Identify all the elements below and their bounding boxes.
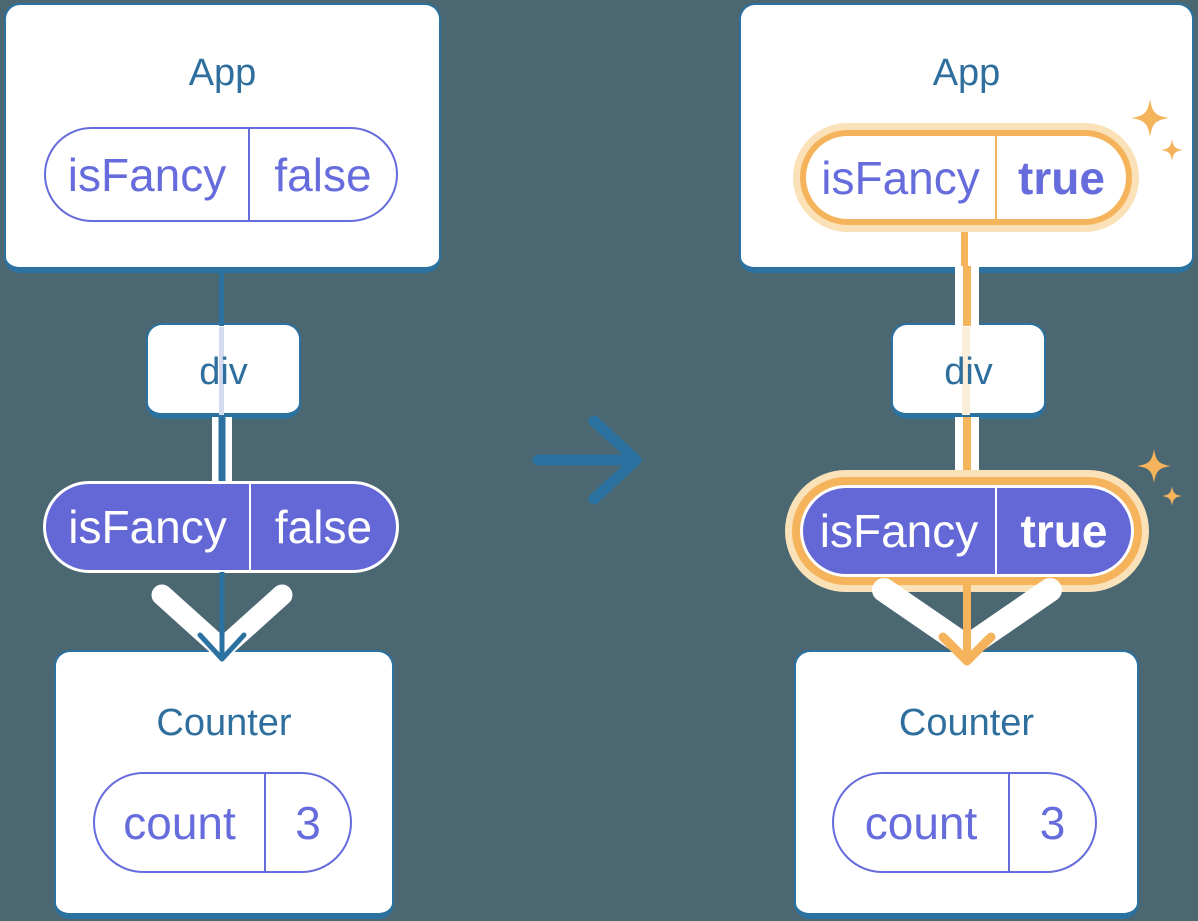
arrow-right-icon [532, 415, 642, 505]
connector-div-context [955, 417, 979, 487]
prop-name: isFancy [821, 151, 980, 204]
connector-app-div [955, 266, 979, 326]
connector-app-div [219, 270, 224, 326]
context-name: isFancy [68, 501, 227, 553]
pill-divider [995, 488, 997, 574]
counter-title: Counter [898, 702, 1035, 744]
context-pill: isFancy false [43, 481, 399, 573]
context-line-through-div [962, 327, 970, 415]
pill-divider [1008, 774, 1010, 871]
state-value: 3 [1039, 796, 1066, 849]
connector-div-context [212, 417, 232, 483]
counter-state-pill: count 3 [93, 772, 352, 873]
prop-value: true [1018, 151, 1105, 204]
app-prop-pill-highlighted: isFancy true [800, 130, 1132, 225]
state-name: count [123, 796, 236, 849]
div-label: div [199, 351, 248, 393]
prop-name: isFancy [67, 148, 227, 201]
context-line-through-div [219, 327, 224, 415]
arrow-down-icon [938, 577, 996, 666]
div-label: div [944, 351, 993, 393]
app-title: App [188, 52, 257, 94]
pill-divider [995, 136, 997, 219]
state-value: 3 [295, 796, 321, 849]
counter-state-pill: count 3 [832, 772, 1097, 873]
prop-value: false [274, 148, 372, 201]
context-pill-highlighted: isFancy true [800, 485, 1134, 577]
state-name: count [864, 796, 978, 849]
pill-divider [248, 129, 250, 220]
app-title: App [932, 52, 1001, 94]
pill-divider [264, 774, 266, 871]
app-prop-pill: isFancy false [44, 127, 398, 222]
context-value: true [1020, 505, 1108, 557]
context-value: false [274, 501, 373, 553]
pill-divider [249, 484, 251, 570]
arrow-down-icon [197, 572, 247, 662]
context-name: isFancy [819, 505, 979, 557]
sparkles-icon [1137, 449, 1182, 506]
sparkles-icon [1131, 99, 1183, 161]
counter-title: Counter [156, 702, 292, 744]
context-line-in-app [961, 222, 968, 272]
